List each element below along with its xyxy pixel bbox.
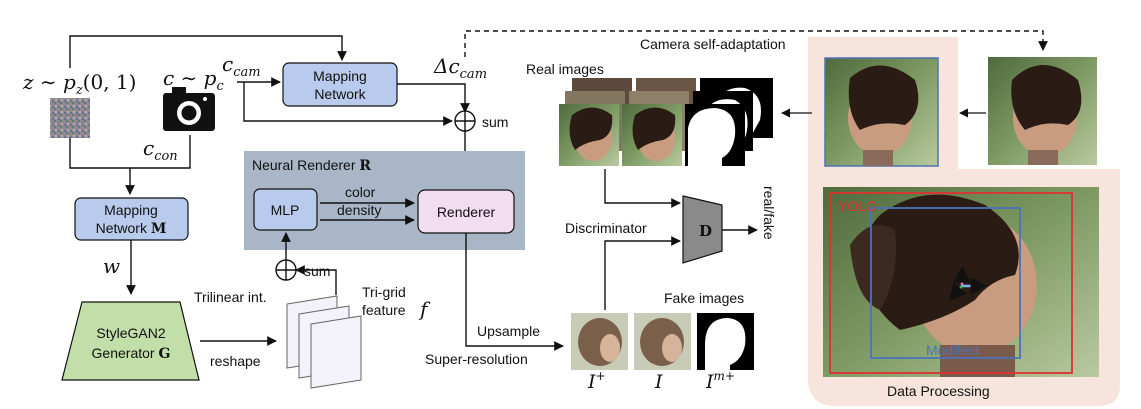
z-to-mapping-top-arrow xyxy=(69,35,347,68)
I-mask-label: Im+ xyxy=(705,369,735,393)
discriminator-symbol: D xyxy=(699,222,712,240)
mapping-network-top-line1: Mapping xyxy=(313,68,367,84)
upsample-arrow xyxy=(465,233,564,351)
upsample-label: Upsample xyxy=(477,323,540,339)
density-label: density xyxy=(337,202,381,218)
w-label: w xyxy=(103,254,120,278)
real-images-stack xyxy=(559,78,773,166)
fake-to-discriminator-arrow xyxy=(604,236,681,310)
trigrid-line2: feature xyxy=(362,302,406,318)
trigrid-line1: Tri-grid xyxy=(362,284,406,300)
stylegan-line1: StyleGAN2 xyxy=(96,325,165,341)
renderer-label: Renderer xyxy=(437,204,496,220)
trilinear-label: Trilinear int. xyxy=(194,289,267,305)
feature-f-label: f xyxy=(418,297,431,321)
noise-image xyxy=(50,98,90,138)
color-label: color xyxy=(345,184,376,200)
mapping-network-M-line2: Network M xyxy=(96,220,167,237)
yolo-label: YOLO xyxy=(838,198,877,214)
c-prior-label: c ∼ pc xyxy=(163,66,224,94)
axis-z-icon xyxy=(948,282,967,302)
discriminator-label: Discriminator xyxy=(565,220,647,236)
stylegan-generator xyxy=(61,301,200,381)
camera-adaptation-path xyxy=(464,30,1048,57)
data-processing-label: Data Processing xyxy=(887,383,990,399)
camera-adaptation-label: Camera self-adaptation xyxy=(640,36,786,52)
real-to-discriminator-arrow xyxy=(604,169,681,208)
camera-icon xyxy=(163,87,215,131)
sum-bottom-label: sum xyxy=(304,263,330,279)
c-con-label: ccon xyxy=(143,136,178,164)
z-prior-label: z ∼ pz(0, 1) xyxy=(22,70,136,98)
modified-label: Modified xyxy=(926,342,979,358)
neural-renderer-label: Neural Renderer R xyxy=(252,157,371,174)
I-plus-label: I+ xyxy=(587,369,606,393)
tri-grid-planes xyxy=(286,295,362,389)
sum-top-label: sum xyxy=(482,114,508,130)
fake-mask xyxy=(697,313,754,370)
sum-top-node xyxy=(454,110,476,132)
input-photo xyxy=(824,57,939,167)
modified-box xyxy=(870,207,1021,359)
c-cam-label: ccam xyxy=(222,52,261,80)
detection-photo xyxy=(823,187,1099,377)
mlp-box xyxy=(253,188,318,231)
I-label: I xyxy=(654,371,663,393)
trigrid-to-sum-arrow xyxy=(295,265,337,295)
mapping-network-top-line2: Network xyxy=(314,86,366,102)
stylegan-line2: Generator G xyxy=(92,345,171,362)
real-fake-label: real/fake xyxy=(761,186,777,240)
fake-image-plus xyxy=(571,313,628,370)
super-resolution-label: Super-resolution xyxy=(425,351,528,367)
discriminator-block xyxy=(682,195,723,264)
mapping-to-sum-arrow xyxy=(397,83,470,113)
yolo-box xyxy=(829,192,1073,374)
mlp-label: MLP xyxy=(271,202,300,218)
cropped-photo xyxy=(988,57,1097,165)
reshape-label: reshape xyxy=(210,353,261,369)
ccam-to-sum-arrow xyxy=(243,82,453,126)
fake-images-label: Fake images xyxy=(664,290,744,306)
delta-ccam-label: Δccam xyxy=(433,54,487,82)
sum-bottom-node xyxy=(275,259,297,281)
mapping-network-M-line1: Mapping xyxy=(104,202,158,218)
real-images-label: Real images xyxy=(526,61,604,77)
fake-image xyxy=(634,313,691,370)
